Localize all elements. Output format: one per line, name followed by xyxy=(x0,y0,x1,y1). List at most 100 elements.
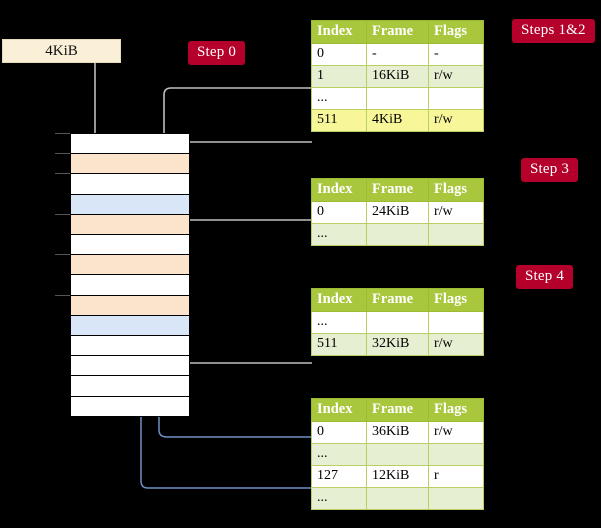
badge-step-4-label: Step 4 xyxy=(525,268,565,284)
memory-row xyxy=(70,375,190,397)
col-frame: Frame xyxy=(366,398,429,422)
cell-index: 0 xyxy=(311,43,367,66)
col-frame: Frame xyxy=(366,178,429,202)
table-row: 511 4KiB r/w xyxy=(311,109,484,132)
page-table-step-4: Index Frame Flags ... 511 32KiB r/w xyxy=(311,288,484,356)
memory-row xyxy=(70,254,190,276)
memory-row xyxy=(70,395,190,417)
table-row: ... xyxy=(311,443,484,466)
cell-frame xyxy=(366,223,429,246)
cell-flags: r/w xyxy=(428,109,484,132)
badge-step-3: Step 3 xyxy=(521,158,579,182)
cell-frame xyxy=(366,311,429,334)
memory-tick-mark xyxy=(55,213,70,215)
memory-tick-mark xyxy=(55,133,70,134)
table-row: ... xyxy=(311,223,484,246)
physical-memory-column xyxy=(55,133,190,417)
memory-tick-mark xyxy=(55,173,70,175)
cell-index: 0 xyxy=(311,421,367,444)
cell-flags: r/w xyxy=(428,333,484,356)
cell-index: ... xyxy=(311,87,367,110)
memory-row xyxy=(70,173,190,195)
cell-flags: r/w xyxy=(428,201,484,224)
link-table4-row127-to-memory xyxy=(139,206,312,489)
memory-row xyxy=(70,355,190,377)
cell-index: ... xyxy=(311,443,367,466)
table-row: 511 32KiB r/w xyxy=(311,333,484,356)
cell-flags: r/w xyxy=(428,421,484,444)
badge-step-3-label: Step 3 xyxy=(530,161,570,177)
link-table1-row511-to-memory xyxy=(177,141,312,160)
table-row: ... xyxy=(311,87,484,110)
page-box-4kib: 4KiB xyxy=(2,39,121,63)
link-table4-row0-to-memory xyxy=(157,324,312,438)
cell-flags: r/w xyxy=(428,65,484,88)
cell-flags xyxy=(428,87,484,110)
col-flags: Flags xyxy=(428,178,484,202)
badge-steps-1-2-label: Steps 1&2 xyxy=(521,22,586,38)
table-header-row: Index Frame Flags xyxy=(311,288,484,312)
col-frame: Frame xyxy=(366,20,429,44)
cell-frame xyxy=(366,487,429,510)
cell-index: 127 xyxy=(311,465,367,488)
memory-row xyxy=(70,314,190,336)
cell-flags xyxy=(428,487,484,510)
cell-flags: - xyxy=(428,43,484,66)
col-flags: Flags xyxy=(428,288,484,312)
cell-index: 0 xyxy=(311,201,367,224)
cell-frame: 16KiB xyxy=(366,65,429,88)
table-row: 127 12KiB r xyxy=(311,465,484,488)
table-header-row: Index Frame Flags xyxy=(311,398,484,422)
page-table-physical-frames: Index Frame Flags 0 36KiB r/w ... 127 12… xyxy=(311,398,484,510)
cell-frame: 12KiB xyxy=(366,465,429,488)
cell-flags: r xyxy=(428,465,484,488)
cell-frame: 32KiB xyxy=(366,333,429,356)
cell-frame: 36KiB xyxy=(366,421,429,444)
badge-step-4: Step 4 xyxy=(516,265,574,289)
cell-frame xyxy=(366,87,429,110)
link-table2-row0-to-memory xyxy=(177,219,312,276)
badge-step-0-label: Step 0 xyxy=(197,44,237,60)
cell-frame: 24KiB xyxy=(366,201,429,224)
cell-frame: 4KiB xyxy=(366,109,429,132)
cell-index: ... xyxy=(311,487,367,510)
col-index: Index xyxy=(311,178,367,202)
table-body: 0 - - 1 16KiB r/w ... 511 4KiB r/w xyxy=(311,43,484,132)
col-frame: Frame xyxy=(366,288,429,312)
cell-index: 511 xyxy=(311,109,367,132)
table-row: 1 16KiB r/w xyxy=(311,65,484,88)
table-row: 0 36KiB r/w xyxy=(311,421,484,444)
page-box-label: 4KiB xyxy=(45,43,78,59)
page-table-steps-1-2: Index Frame Flags 0 - - 1 16KiB r/w ... xyxy=(311,20,484,132)
memory-row xyxy=(70,234,190,256)
col-flags: Flags xyxy=(428,20,484,44)
memory-row xyxy=(70,335,190,357)
cell-frame xyxy=(366,443,429,466)
memory-row xyxy=(70,193,190,215)
badge-steps-1-2: Steps 1&2 xyxy=(512,19,595,43)
table-row: 0 - - xyxy=(311,43,484,66)
memory-row xyxy=(70,153,190,175)
col-index: Index xyxy=(311,288,367,312)
cell-index: 511 xyxy=(311,333,367,356)
memory-tick-mark xyxy=(55,294,70,296)
col-index: Index xyxy=(311,20,367,44)
cell-flags xyxy=(428,311,484,334)
cell-index: ... xyxy=(311,223,367,246)
memory-row xyxy=(70,294,190,316)
page-table-step-3: Index Frame Flags 0 24KiB r/w ... xyxy=(311,178,484,246)
table-body: ... 511 32KiB r/w xyxy=(311,311,484,356)
table-row: 0 24KiB r/w xyxy=(311,201,484,224)
table-body: 0 24KiB r/w ... xyxy=(311,201,484,246)
cell-index: 1 xyxy=(311,65,367,88)
memory-row xyxy=(70,213,190,235)
table-body: 0 36KiB r/w ... 127 12KiB r ... xyxy=(311,421,484,510)
link-table1-row1-to-memory xyxy=(162,87,312,249)
badge-step-0: Step 0 xyxy=(188,41,246,65)
table-header-row: Index Frame Flags xyxy=(311,178,484,202)
link-table3-row511-to-memory xyxy=(178,314,312,364)
cell-index: ... xyxy=(311,311,367,334)
table-header-row: Index Frame Flags xyxy=(311,20,484,44)
col-index: Index xyxy=(311,398,367,422)
